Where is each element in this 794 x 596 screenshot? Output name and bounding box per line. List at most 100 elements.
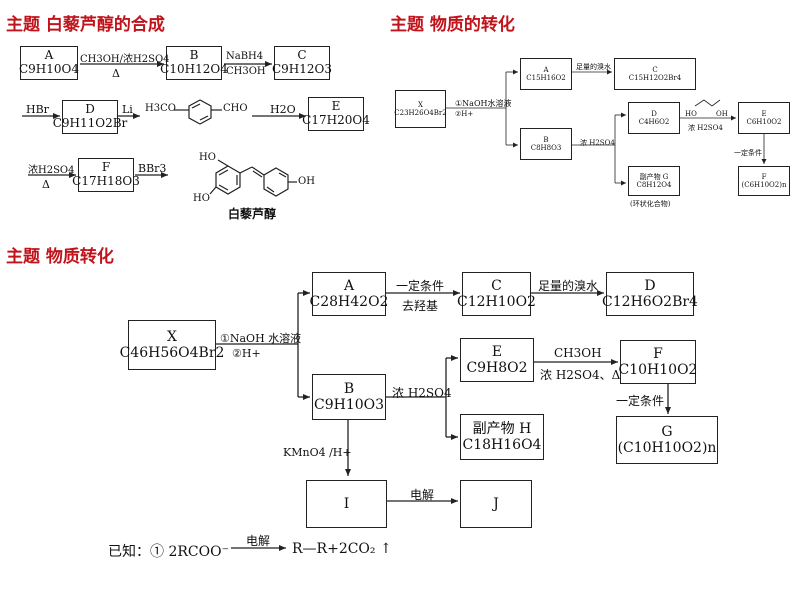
d2-node-e-label: E (761, 109, 767, 118)
d1-product-name: 白藜芦醇 (228, 207, 277, 221)
d3-node-e: E C9H8O2 (460, 338, 534, 382)
d3-node-d-formula: C12H6O2Br4 (602, 294, 698, 310)
d3-node-a-formula: C28H42O2 (309, 294, 389, 310)
d3-node-f-label: F (653, 345, 663, 362)
d3-node-x: X C46H56O4Br2 (120, 320, 224, 370)
d3-node-d-label: D (644, 277, 656, 294)
d1-reagent-li: Li (122, 103, 133, 116)
d3-node-f: F C10H10O2 (618, 340, 698, 384)
d2-reagent-ac: 足量的溴水 (576, 63, 611, 71)
title-substance-conversion-1: 主题 物质的转化 (390, 15, 515, 35)
d2-node-x-formula: C23H26O4Br2 (394, 109, 447, 117)
d2-node-c-label: C (652, 65, 658, 74)
d3-node-b-formula: C9H10O3 (313, 397, 385, 413)
d2-node-a-formula: C15H16O2 (526, 74, 566, 82)
d1-node-a: A C9H10O4 (18, 46, 80, 80)
d3-known-prefix: 已知：① 2RCOO⁻ (108, 544, 229, 560)
d1-node-e-label: E (331, 99, 341, 114)
d2-reagent-de: 浓 H2SO4 (688, 124, 723, 132)
d1-hydroxyl-top: HO (199, 152, 216, 163)
d3-node-a-label: A (343, 277, 355, 294)
d1-reagent-hbr: HBr (26, 103, 49, 116)
d1-node-d-formula: C9H11O2Br (52, 116, 128, 130)
d1-node-c-formula: C9H12O3 (271, 62, 333, 76)
d2-node-b-label: B (543, 135, 549, 144)
d2-reagent-ef: 一定条件 (734, 149, 762, 157)
d2-node-c: C C15H12O2Br4 (614, 58, 696, 90)
d2-node-f: F (C6H10O2)n (738, 166, 790, 196)
d3-reagent-ef-top: CH3OH (554, 346, 602, 360)
d2-node-g-formula: C8H12O4 (636, 181, 672, 189)
d3-node-d: D C12H6O2Br4 (602, 272, 698, 316)
d3-reagent-fg: 一定条件 (616, 394, 665, 408)
d1-reagent-ab-bottom: Δ (112, 67, 120, 80)
d3-reagent-bi: KMnO4 /H+ (283, 446, 352, 459)
d1-reagent-ef-bottom: Δ (42, 178, 50, 191)
d3-reagent-x-step1: ①NaOH 水溶液 (220, 332, 302, 345)
d2-node-x: X C23H26O4Br2 (394, 90, 447, 128)
d3-node-e-label: E (491, 343, 503, 360)
d3-node-j: J (460, 480, 532, 528)
d1-aldehyde-left: H3CO (145, 103, 176, 114)
d3-node-g-label: G (661, 423, 673, 440)
d3-node-c-formula: C12H10O2 (457, 294, 536, 310)
d1-node-f-label: F (101, 160, 111, 175)
d3-known-product: R—R+2CO₂ ↑ (292, 541, 392, 557)
d1-hydroxyl-right: OH (298, 176, 315, 187)
d1-reagent-bc-top: NaBH4 (226, 51, 264, 62)
d2-node-d: D C4H6O2 (628, 102, 680, 134)
d3-reagent-x-step2: ②H+ (232, 347, 261, 360)
d2-reagent-bd: 浓 H2SO4 (580, 139, 615, 147)
d1-node-d: D C9H11O2Br (53, 100, 127, 134)
d3-node-h-formula: C18H16O4 (462, 437, 542, 453)
d1-node-b-formula: C10H12O4 (160, 62, 228, 76)
title-resveratrol-synthesis: 主题 白藜芦醇的合成 (6, 15, 165, 35)
d2-node-g: 副产物 G C8H12O4 (628, 166, 680, 196)
d1-node-e-formula: C17H20O4 (302, 113, 370, 127)
d3-node-g-formula: (C10H10O2)n (617, 440, 717, 456)
d3-node-i-label: I (343, 495, 350, 512)
d2-node-f-label: F (761, 172, 767, 181)
d1-aldehyde-right: CHO (223, 103, 248, 114)
resveratrol-structure (209, 159, 297, 197)
d1-hydroxyl-bottom: HO (193, 193, 210, 204)
d3-node-e-formula: C9H8O2 (466, 360, 528, 376)
d1-node-c: C C9H12O3 (271, 46, 333, 80)
d3-node-f-formula: C10H10O2 (618, 362, 698, 378)
d1-node-c-label: C (297, 48, 307, 63)
d2-node-a-label: A (543, 65, 549, 74)
d2-node-f-formula: (C6H10O2)n (741, 181, 787, 189)
d2-node-a: A C15H16O2 (520, 58, 572, 90)
d1-node-f-formula: C17H18O3 (72, 174, 140, 188)
d3-node-c: C C12H10O2 (457, 272, 536, 316)
d2-diol-oh: OH (716, 110, 728, 118)
d1-reagent-h2o: H2O (270, 103, 296, 116)
d2-node-b-formula: C8H8O3 (530, 144, 562, 152)
d2-node-b: B C8H8O3 (520, 128, 572, 160)
d2-reagent-x-step1: ①NaOH水溶液 (455, 99, 512, 108)
d1-reagent-bc-bottom: CH3OH (226, 66, 266, 77)
d2-node-g-label: 副产物 G (639, 172, 669, 181)
d3-reagent-ef-bottom: 浓 H2SO4、Δ (540, 368, 621, 382)
d1-reagent-ab-top: CH3OH/浓H2SO4 (80, 54, 170, 65)
d1-node-d-label: D (85, 102, 95, 117)
d2-reagent-x-step2: ②H+ (455, 110, 474, 118)
d3-reagent-ij: 电解 (410, 488, 435, 502)
aldehyde-ring (174, 99, 222, 125)
d1-node-f: F C17H18O3 (72, 158, 140, 192)
d1-node-b-label: B (189, 48, 199, 63)
d1-node-b: B C10H12O4 (160, 46, 228, 80)
d3-node-j-label: J (493, 495, 499, 512)
d3-node-b-label: B (343, 380, 355, 397)
d2-node-x-label: X (418, 100, 423, 109)
d3-node-g: G (C10H10O2)n (616, 416, 718, 464)
d1-node-a-label: A (44, 48, 54, 63)
d3-reagent-ac-top: 一定条件 (396, 279, 445, 293)
d3-node-b: B C9H10O3 (312, 374, 386, 420)
d3-node-x-label: X (167, 328, 177, 345)
title-substance-conversion-2: 主题 物质转化 (6, 247, 114, 267)
d2-node-d-formula: C4H6O2 (638, 118, 670, 126)
d1-reagent-bbr3: BBr3 (138, 162, 167, 175)
d1-node-a-formula: C9H10O4 (18, 62, 80, 76)
